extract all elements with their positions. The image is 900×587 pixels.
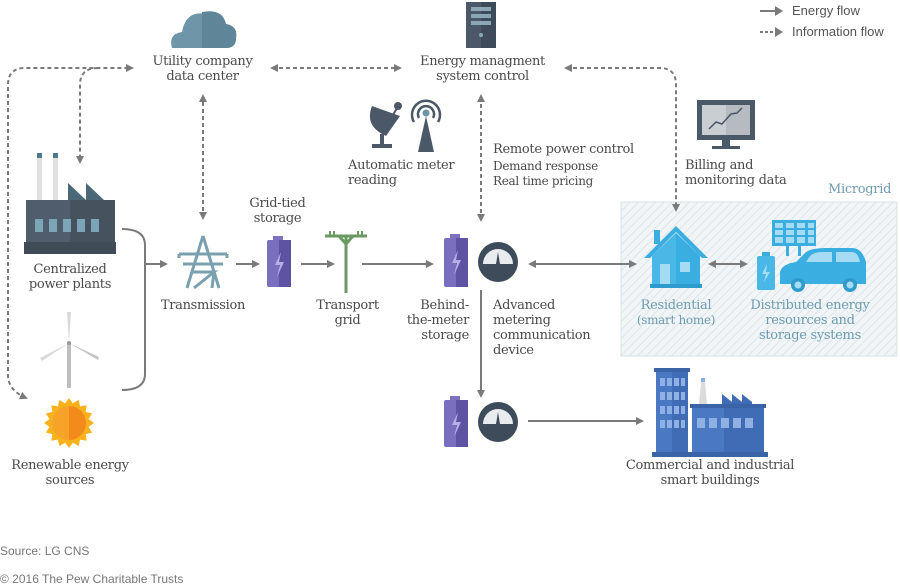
label-line: communication bbox=[493, 328, 591, 343]
label-line: metering bbox=[493, 313, 551, 328]
solid-arrow-icon bbox=[760, 5, 783, 16]
distributed-battery-icon bbox=[757, 252, 775, 290]
factory-icon bbox=[24, 153, 116, 254]
label-line: Utility company bbox=[152, 54, 253, 69]
legend: Energy flow Information flow bbox=[760, 0, 884, 42]
behind-meter-storage-label: Behind- the-meter storage bbox=[395, 298, 469, 343]
transmission-label: Transmission bbox=[160, 298, 246, 313]
smart-home-icon bbox=[644, 226, 708, 288]
copyright: © 2016 The Pew Charitable Trusts bbox=[0, 572, 184, 586]
label-line: Automatic meter bbox=[348, 158, 455, 173]
legend-information-flow-label: Information flow bbox=[792, 24, 884, 39]
label-line: Energy managment bbox=[420, 54, 545, 69]
grid-tied-storage-label: Grid-tied storage bbox=[240, 196, 315, 226]
dashed-arrow-icon bbox=[760, 26, 783, 37]
remote-power-control-label: Remote power control Demand response Rea… bbox=[493, 142, 634, 189]
label-line: Advanced bbox=[493, 298, 556, 313]
label-line: Commercial and industrial bbox=[625, 458, 795, 473]
wind-turbine-icon bbox=[40, 312, 99, 388]
commercial-building-icon bbox=[652, 368, 768, 457]
sun-icon bbox=[44, 398, 94, 448]
legend-energy-flow-label: Energy flow bbox=[792, 3, 860, 18]
label-line: resources and bbox=[765, 313, 855, 328]
label-line: Behind- bbox=[420, 298, 469, 313]
satellite-dish-icon bbox=[369, 102, 402, 148]
label-line: Centralized bbox=[33, 262, 107, 277]
label-line: smart buildings bbox=[660, 473, 760, 488]
commercial-meter-icon bbox=[478, 402, 518, 442]
label-line: reading bbox=[348, 173, 397, 188]
smart-meter-icon bbox=[478, 242, 518, 282]
commercial-industrial-label: Commercial and industrial smart building… bbox=[620, 458, 800, 488]
advanced-metering-label: Advanced metering communication device bbox=[493, 298, 591, 358]
solar-panel-icon bbox=[772, 220, 816, 256]
automatic-meter-reading-label: Automatic meter reading bbox=[348, 158, 455, 188]
renewable-energy-label: Renewable energy sources bbox=[0, 458, 140, 488]
monitor-chart-icon bbox=[697, 100, 755, 149]
server-icon bbox=[466, 2, 496, 48]
utility-data-center-label: Utility company data center bbox=[130, 54, 275, 84]
label-line: storage bbox=[253, 211, 302, 226]
label-line: storage bbox=[421, 328, 469, 343]
legend-information-flow: Information flow bbox=[760, 21, 884, 42]
label-line: Grid-tied bbox=[249, 196, 306, 211]
label-line: Billing and bbox=[685, 158, 754, 173]
label-line: power plants bbox=[28, 277, 112, 292]
info-flow-ems-residential bbox=[564, 64, 680, 212]
transport-pole-icon bbox=[325, 231, 367, 293]
label-line: storage systems bbox=[759, 328, 861, 343]
label-line: Distributed energy bbox=[750, 298, 870, 313]
microgrid-label: Microgrid bbox=[828, 182, 892, 197]
label-line: monitoring data bbox=[685, 173, 787, 188]
legend-energy-flow: Energy flow bbox=[760, 0, 884, 21]
energy-management-label: Energy managment system control bbox=[400, 54, 565, 84]
billing-monitoring-label: Billing and monitoring data bbox=[685, 158, 787, 188]
electric-car-icon bbox=[780, 248, 866, 292]
demand-response-item: Demand response bbox=[493, 159, 598, 173]
cloud-icon bbox=[171, 11, 237, 48]
label-line: Renewable energy bbox=[11, 458, 129, 473]
radio-tower-icon bbox=[410, 99, 442, 152]
source-credit: Source: LG CNS bbox=[0, 544, 90, 558]
real-time-pricing-item: Real time pricing bbox=[493, 174, 594, 188]
label-line: system control bbox=[436, 69, 529, 84]
label-line: Residential bbox=[640, 298, 712, 313]
label-line: Transport bbox=[316, 298, 379, 313]
label-line: grid bbox=[334, 313, 361, 328]
label-line: the-meter bbox=[406, 313, 469, 328]
centralized-power-plants-label: Centralized power plants bbox=[10, 262, 130, 292]
residential-label: Residential (smart home) bbox=[626, 298, 726, 328]
distributed-energy-label: Distributed energy resources and storage… bbox=[735, 298, 885, 343]
transmission-tower-icon bbox=[177, 235, 229, 290]
label-line: data center bbox=[166, 69, 239, 84]
grid-tied-battery-icon bbox=[267, 236, 291, 287]
remote-power-control-title: Remote power control bbox=[493, 142, 634, 157]
commercial-battery-icon bbox=[444, 396, 468, 447]
label-line: device bbox=[493, 343, 534, 358]
label-line: sources bbox=[45, 473, 95, 488]
label-line: (smart home) bbox=[636, 313, 716, 327]
energy-bracket-sources bbox=[121, 228, 146, 391]
behind-meter-battery-icon bbox=[444, 234, 468, 287]
transport-grid-label: Transport grid bbox=[305, 298, 390, 328]
info-flow-datacenter-to-plants bbox=[76, 67, 99, 164]
